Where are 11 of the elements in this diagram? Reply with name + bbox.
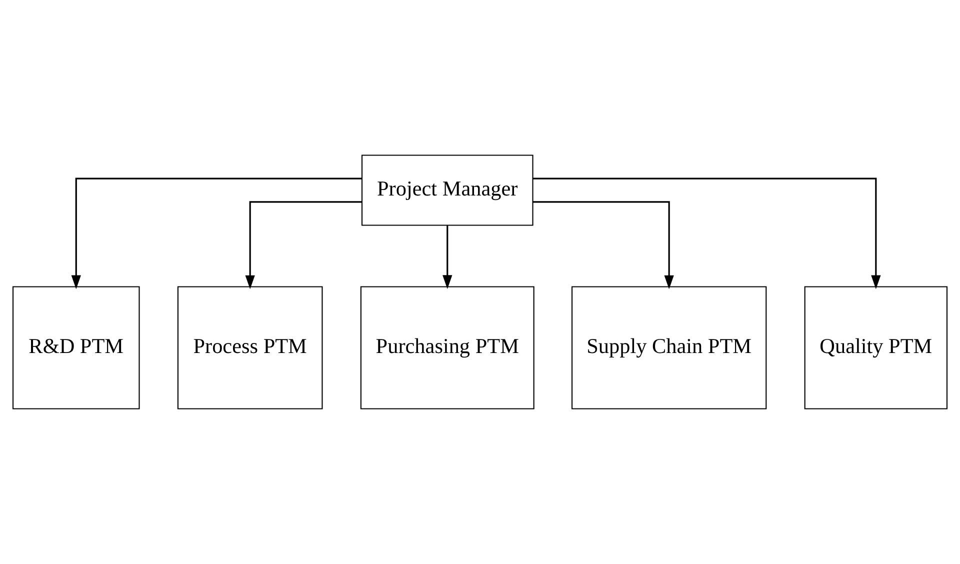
arrow [532,201,674,290]
arrow [442,226,452,289]
node-box: Purchasing PTM [360,286,534,410]
node-box: Project Manager [361,154,534,226]
node-box: R&D PTM [12,286,140,410]
node-box: Supply Chain PTM [572,286,767,410]
arrow [533,178,881,290]
arrow [71,178,362,290]
node-box: Quality PTM [804,286,948,410]
arrow [245,201,362,290]
node-box: Process PTM [177,286,323,410]
